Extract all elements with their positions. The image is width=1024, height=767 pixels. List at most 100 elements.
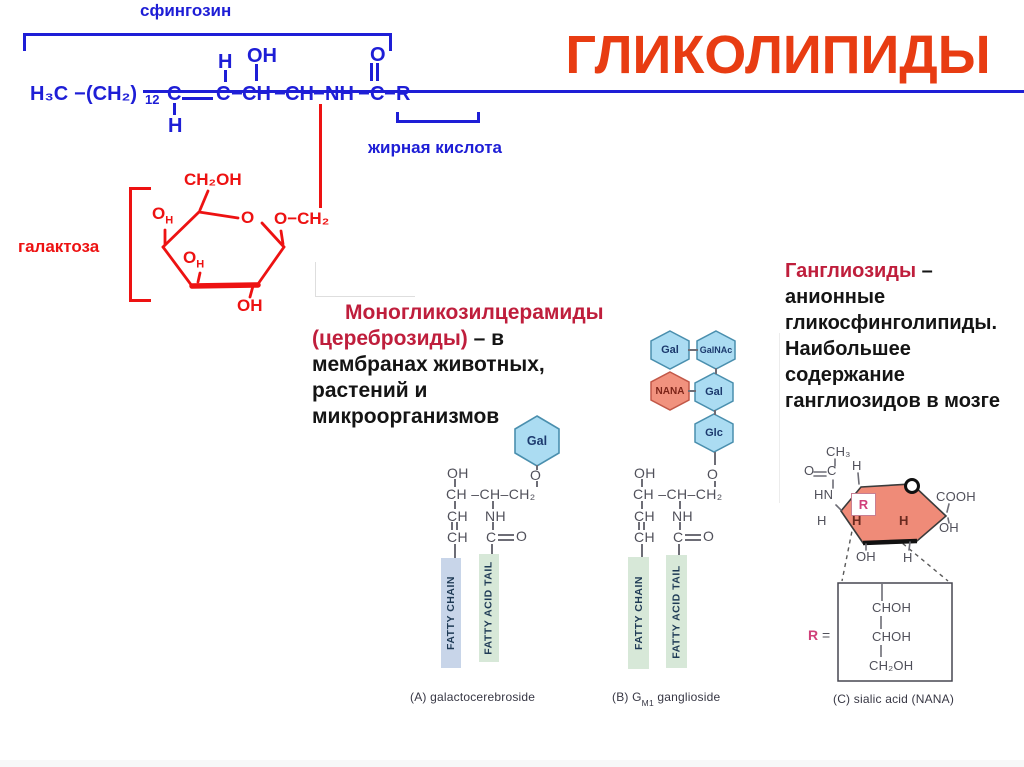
c-hn: HN [814,487,834,502]
cerebrosides-line2-black: – в [467,327,505,350]
cerebrosides-line4: растений и [312,379,428,402]
formula-ch2: CH [285,83,314,105]
fatty-acid-bracket-left [396,112,399,123]
bond-line [224,70,227,82]
galactose-oh-mid: OH [183,248,205,271]
bond-line [173,103,176,115]
b-carbonyl-c: C [673,529,684,545]
bond-line [641,501,643,509]
hexagon-nana-label: NANA [655,385,685,397]
carbonyl-double-bond [685,539,701,541]
bond-line [492,522,494,530]
bond-line [678,544,680,555]
double-bond [638,522,640,530]
double-bond [456,522,458,530]
bond-line [491,544,493,554]
a-oh: OH [447,465,469,481]
formula-r: R [396,83,411,105]
r-substituent-label: R [858,497,869,512]
fatty-acid-bracket-right [477,112,480,123]
carbonyl-double-bond [685,534,701,536]
a-glycosidic-o: O [530,467,542,483]
formula-chain-subscript: 12 [143,90,1024,106]
gangliosides-line1-red: Ганглиозиды [785,260,917,282]
carbonyl-double-bond [370,63,373,81]
double-bond-bottom [182,97,213,100]
glycosidic-connector-line [319,104,322,208]
cerebrosides-line2: (цереброзиды) – в [312,328,504,349]
cerebrosides-line3: мембранах животных, [312,353,545,376]
hex-bond [688,349,698,351]
formula-nh: NH [325,83,354,105]
sphingosine-label: сфингозин [140,1,232,20]
bond-line [536,481,538,487]
bond-dash: − [274,83,286,105]
b-backbone-row: CH –CH–CH₂ [633,486,723,502]
fatty-acid-tail-bar-a: FATTY ACID TAIL [479,554,499,662]
sphingosine-bracket-top [23,33,392,36]
c-h: H [852,458,862,473]
c-oh-below: OH [856,549,876,564]
formula-c2: C [216,83,231,105]
fatty-chain-bar-b: FATTY CHAIN [628,557,649,669]
bond-line [641,479,643,487]
bond-line [679,501,681,509]
b-ch: CH [634,508,656,524]
c-cooh: COOH [936,489,976,504]
sphingosine-bracket-left [23,33,26,51]
bond-dash: − [74,83,86,105]
bond-line [454,544,456,558]
hexagon-gal-a: Gal [514,415,560,467]
r-equals: R = [808,627,831,643]
bond-dash: − [384,83,396,105]
hexagon-gal-b2: Gal [694,372,734,412]
hex-bond [714,410,716,415]
caption-b: (B) GM1 ganglioside [612,690,721,709]
galactose-ring-oxygen: O [241,208,255,227]
b-oh: OH [634,465,656,481]
formula-h-bottom: H [168,115,183,137]
bond-line [536,465,538,470]
formula-c3: C [370,83,385,105]
bond-line [679,522,681,530]
a-ch2: CH [447,529,469,545]
hex-bond [715,368,717,374]
fatty-acid-tail-label: FATTY ACID TAIL [483,561,496,655]
bond-line [714,452,716,465]
bond-line [454,479,456,487]
hexagon-gal-b2-label: Gal [705,386,723,398]
hexagon-galnac-label: GalNAc [699,345,733,355]
fatty-acid-bracket-bottom [396,120,480,123]
galactose-bracket [129,188,132,302]
caption-a: (A) galactocerebroside [410,690,536,704]
double-bond [643,522,645,530]
galactose-glycosidic-group: O−CH₂ [274,209,330,228]
cerebrosides-line5: микроорганизмов [312,405,500,428]
bond-line [641,544,643,557]
a-ch: CH [447,508,469,524]
formula-c1: C [167,83,182,105]
formula-h-top: H [218,51,233,73]
cerebrosides-line1: Моногликозилцерамиды [345,301,604,324]
scan-edge-artifact [779,333,780,503]
gangliosides-line5: содержание [785,364,905,386]
fatty-acid-tail-label: FATTY ACID TAIL [670,564,683,659]
hexagon-glc-label: Glc [705,427,723,439]
galactose-oh-left: OH [152,204,174,227]
galactose-label: галактоза [18,237,100,256]
galactose-bracket-bottom-tick [129,299,151,302]
gangliosides-line4: Наибольшее [785,338,911,360]
galactose-oh-bottom: OH [237,296,263,315]
a-carbonyl-o: O [516,528,528,544]
hexagon-gal-b1: Gal [650,330,690,370]
b-ch2: CH [634,529,656,545]
c-h-inner: H [899,513,909,528]
c-h-below: H [903,550,913,565]
double-bond-top [182,90,213,93]
b-glycosidic-o: O [707,466,719,482]
sphingosine-bracket-right [389,33,392,51]
bond-line [454,501,456,509]
c-h-inner: H [852,513,862,528]
b-nh: NH [672,508,694,524]
